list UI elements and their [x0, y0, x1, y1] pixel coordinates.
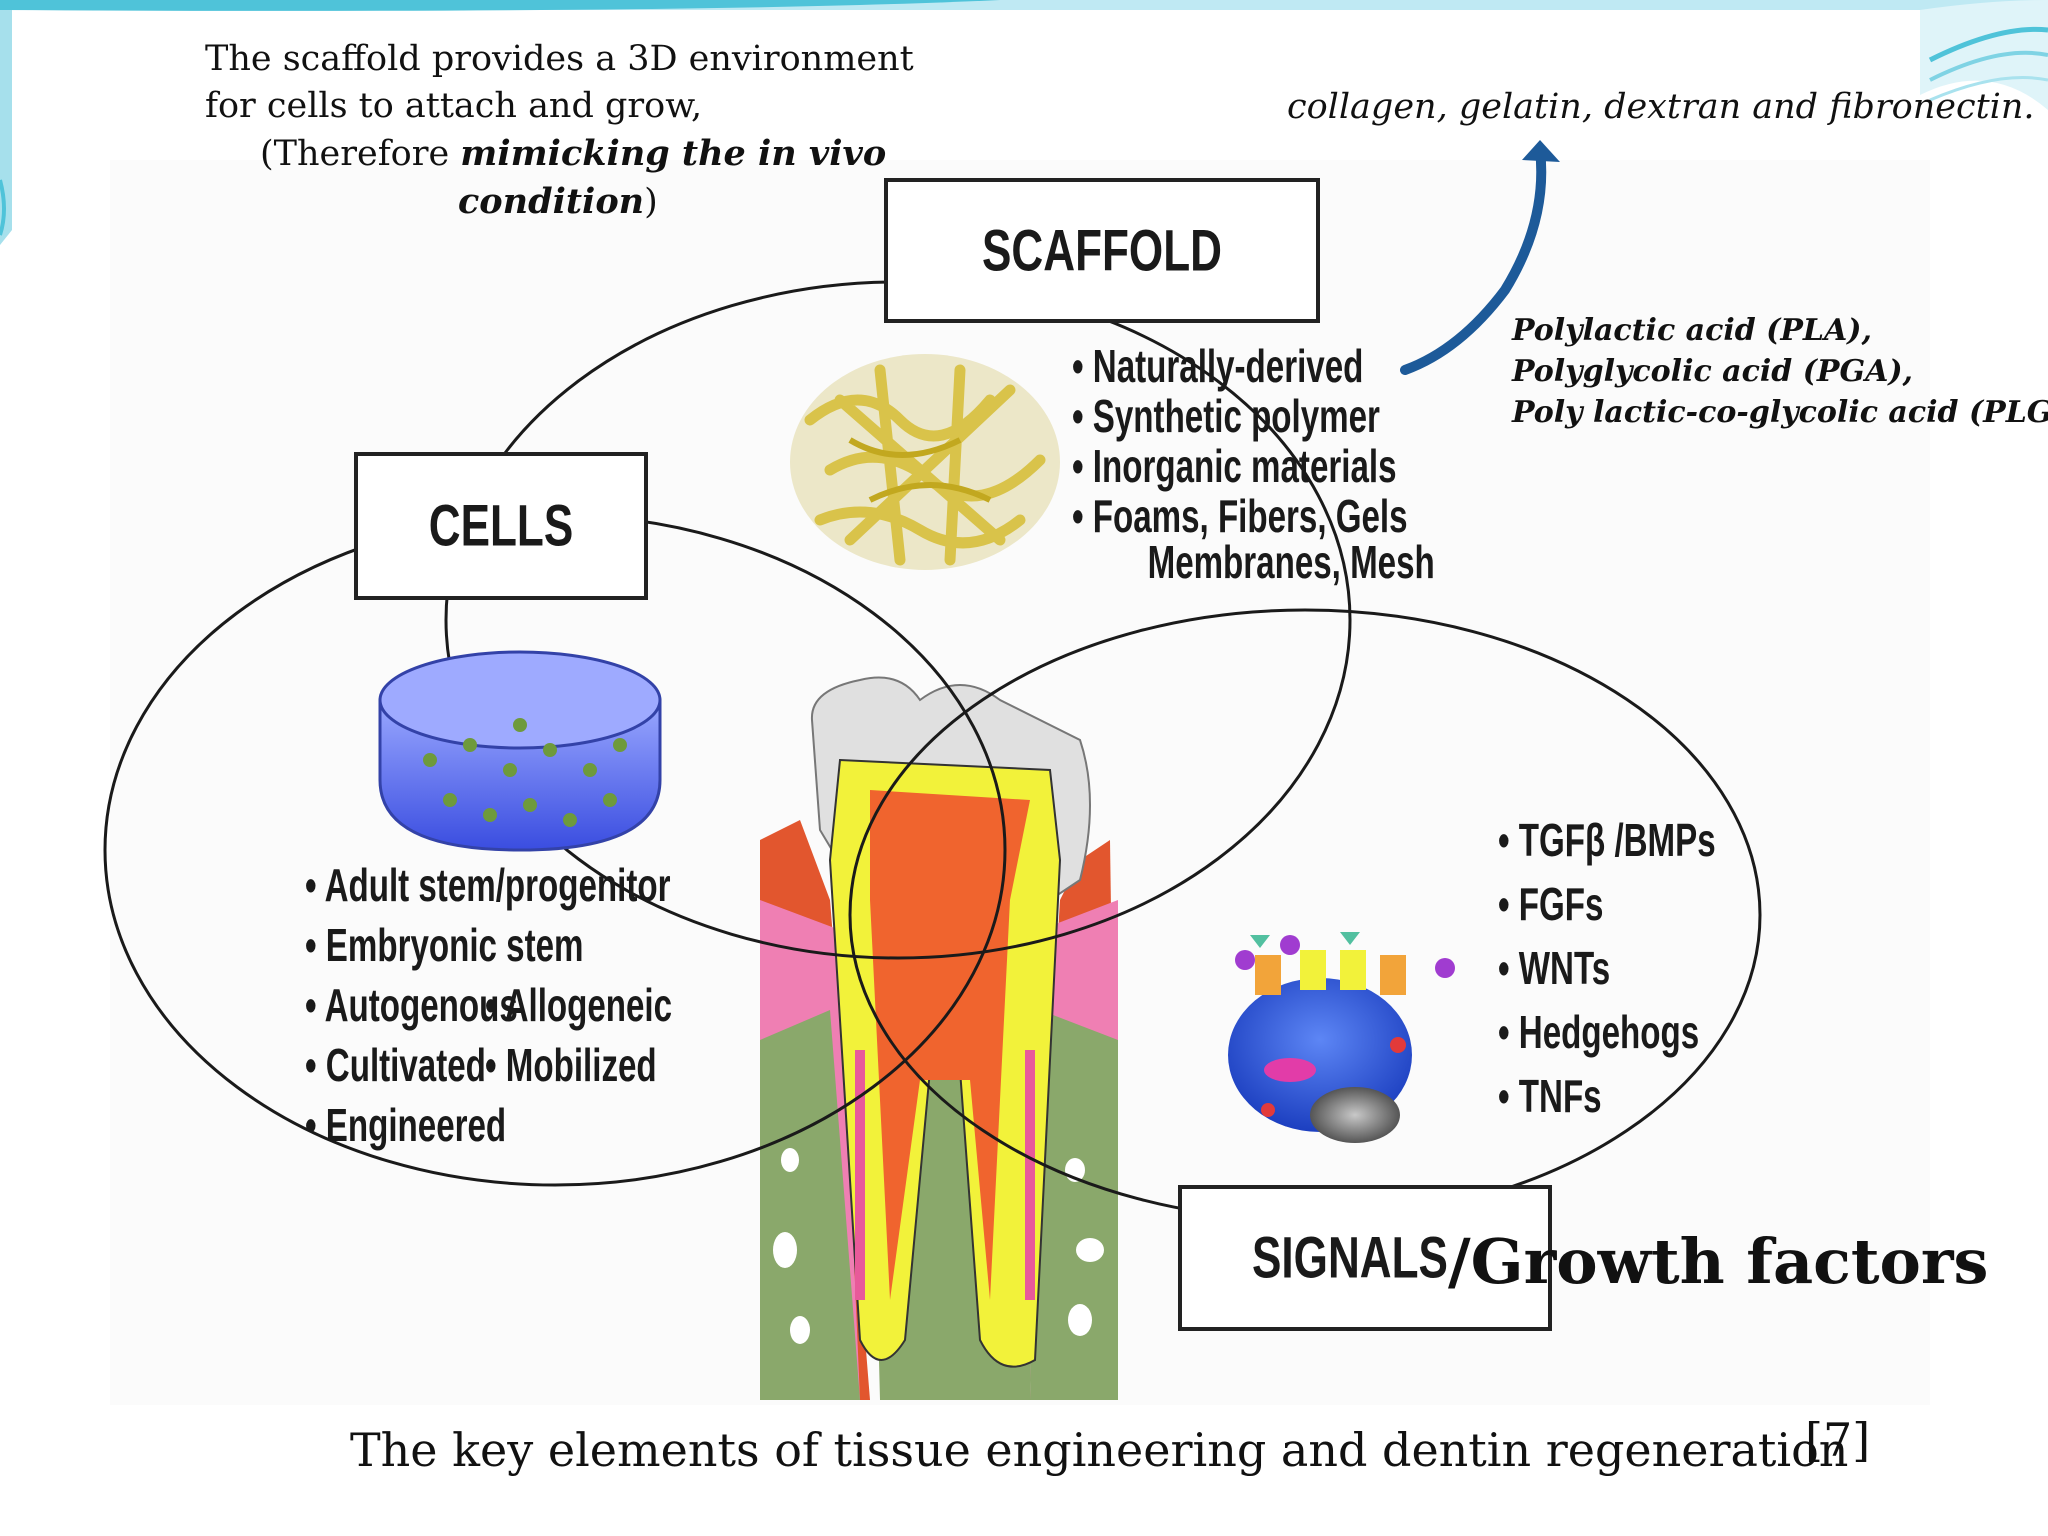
signals-item: • TNFs	[1498, 1070, 1602, 1122]
signals-item: • FGFs	[1498, 878, 1604, 930]
synthetic-polymers-note: Polylactic acid (PLA), Polyglycolic acid…	[1512, 310, 2048, 433]
signals-items: • TGFβ /BMPs • FGFs • WNTs • Hedgehogs •…	[1498, 810, 1716, 1126]
signals-label-box: SIGNALS	[1178, 1185, 1552, 1331]
signals-item: • Hedgehogs	[1498, 1006, 1700, 1058]
scaffold-note-line3: (Therefore mimicking the in vivo	[205, 130, 945, 178]
scaffold-note-suffix: )	[644, 182, 658, 222]
signals-item: • WNTs	[1498, 942, 1611, 994]
signaling-cell-icon	[1228, 932, 1455, 1143]
synthetic-item-plga: Poly lactic-co-glycolic acid (PLGA	[1512, 395, 2048, 430]
scaffold-note-emphasis: mimicking the in vivo	[460, 133, 887, 174]
scaffold-note-condition: condition	[458, 181, 645, 222]
figure-caption: The key elements of tissue engineering a…	[350, 1423, 1849, 1477]
cells-items: • Adult stem/progenitor • Embryonic stem…	[305, 855, 672, 1155]
petri-dish-icon	[378, 650, 662, 852]
scaffold-item: • Inorganic materials	[1072, 440, 1397, 492]
scaffold-label-box: SCAFFOLD	[884, 178, 1320, 323]
cells-item: • Allogeneic	[485, 979, 673, 1031]
signals-item: • TGFβ /BMPs	[1498, 814, 1716, 866]
citation: [7]	[1805, 1413, 1871, 1467]
scaffold-note: The scaffold provides a 3D environment f…	[205, 36, 945, 226]
curved-arrow-icon	[1400, 145, 1547, 375]
scaffold-note-prefix: (Therefore	[260, 134, 461, 174]
synthetic-item-pla: Polylactic acid (PLA),	[1512, 313, 1872, 348]
cells-item: • Autogenous	[305, 979, 518, 1031]
cells-item: • Mobilized	[485, 1039, 657, 1091]
scaffold-items: • Naturally-derived • Synthetic polymer …	[1072, 336, 1435, 592]
cells-item: • Adult stem/progenitor	[305, 859, 671, 911]
cells-item: • Cultivated	[305, 1039, 486, 1091]
cells-label: CELLS	[428, 493, 574, 559]
scaffold-item: • Foams, Fibers, Gels	[1072, 490, 1408, 542]
cells-label-box: CELLS	[354, 452, 648, 600]
scaffold-item: • Naturally-derived	[1072, 340, 1364, 392]
natural-materials-note: collagen, gelatin, dextran and fibronect…	[1287, 87, 2035, 127]
scaffold-note-line2: for cells to attach and grow,	[205, 86, 703, 126]
scaffold-note-line4: condition)	[205, 178, 945, 226]
scaffold-note-line1: The scaffold provides a 3D environment	[205, 39, 914, 79]
scaffold-item: • Synthetic polymer	[1072, 390, 1380, 442]
cells-item-row: • Cultivated• Mobilized	[305, 1035, 672, 1095]
slide-header-decoration	[0, 0, 2048, 245]
synthetic-item-pga: Polyglycolic acid (PGA),	[1512, 354, 1913, 389]
cells-item: • Embryonic stem	[305, 919, 584, 971]
scaffold-label: SCAFFOLD	[982, 218, 1222, 283]
cells-item: • Engineered	[305, 1099, 507, 1151]
scaffold-item: Membranes, Mesh	[1147, 536, 1435, 588]
cells-item-row: • Autogenous• Allogeneic	[305, 975, 672, 1035]
tooth-illustration	[760, 676, 1118, 1400]
scaffold-mesh-icon	[790, 354, 1060, 570]
growth-factors-label: /Growth factors	[1448, 1225, 1989, 1298]
signals-label: SIGNALS	[1252, 1225, 1449, 1291]
